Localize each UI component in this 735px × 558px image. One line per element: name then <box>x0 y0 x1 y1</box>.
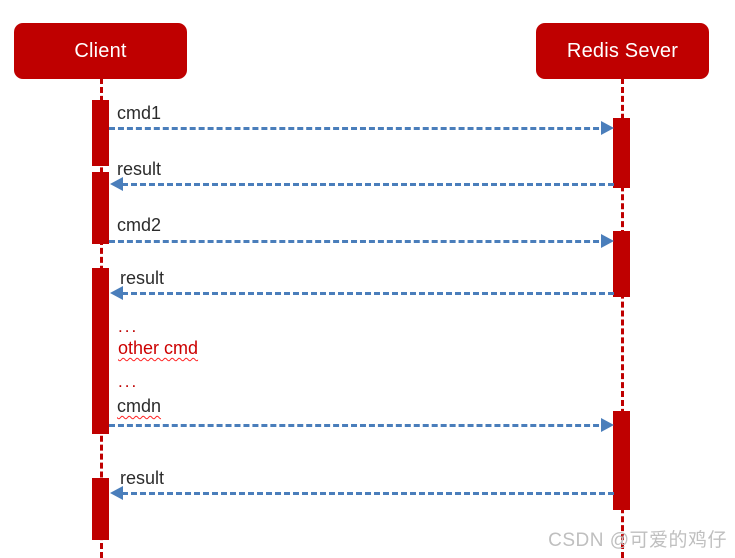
note-cmdn: cmdn <box>117 396 162 416</box>
note-ellipsis-2: ... <box>118 372 139 391</box>
message-line-result-3 <box>122 492 614 495</box>
note-other-cmd: other cmd <box>118 338 199 358</box>
activation-client-4 <box>92 478 109 540</box>
activation-server-3 <box>613 411 630 510</box>
participant-client[interactable]: Client <box>14 23 187 79</box>
watermark-text: CSDN @可爱的鸡仔 <box>548 530 727 551</box>
activation-server-2 <box>613 231 630 297</box>
arrow-head-cmd1 <box>601 121 614 135</box>
message-label-result-1: result <box>117 159 162 179</box>
activation-server-1 <box>613 118 630 188</box>
activation-client-3 <box>92 268 109 434</box>
message-line-result-1 <box>122 183 614 186</box>
activation-client-2 <box>92 172 109 244</box>
message-label-cmd1: cmd1 <box>117 103 162 123</box>
arrow-head-result-3 <box>110 486 123 500</box>
message-line-cmd1 <box>109 127 608 130</box>
participant-redis-server[interactable]: Redis Sever <box>536 23 709 79</box>
participant-redis-server-label: Redis Sever <box>566 39 679 62</box>
activation-client-1 <box>92 100 109 166</box>
message-label-result-3: result <box>120 468 165 488</box>
arrow-head-result-2 <box>110 286 123 300</box>
message-label-result-2: result <box>120 268 165 288</box>
participant-client-label: Client <box>74 39 127 62</box>
message-line-cmd2 <box>109 240 608 243</box>
note-ellipsis-1: ... <box>118 317 139 336</box>
message-label-cmd2: cmd2 <box>117 215 162 235</box>
lifeline-server <box>621 78 624 558</box>
arrow-head-cmd2 <box>601 234 614 248</box>
message-line-result-2 <box>122 292 614 295</box>
arrow-head-result-1 <box>110 177 123 191</box>
arrow-head-cmdn <box>601 418 614 432</box>
message-line-cmdn <box>109 424 608 427</box>
